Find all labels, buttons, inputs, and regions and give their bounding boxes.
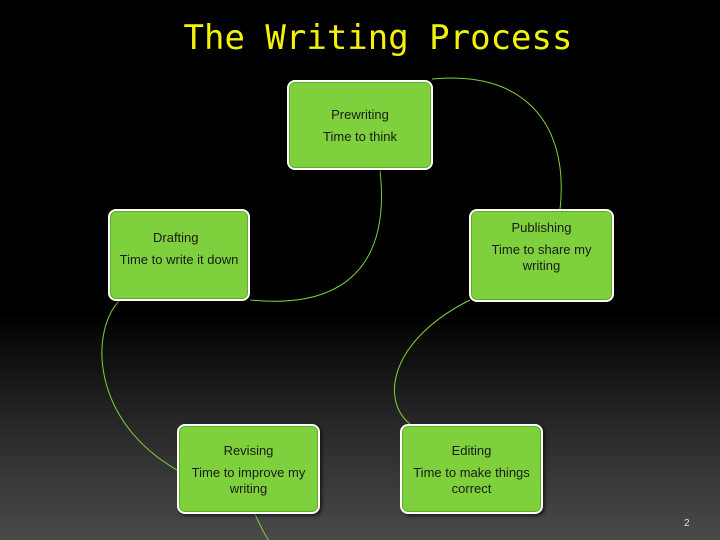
step-box-revising: Revising Time to improve my writing: [177, 424, 320, 514]
step-box-editing: Editing Time to make things correct: [400, 424, 543, 514]
step-description-prewriting: Time to think: [323, 129, 397, 144]
page-number: 2: [684, 518, 690, 529]
connector-revising-drafting: [101, 299, 178, 471]
connector-publishing-editing: [394, 299, 471, 425]
step-description-editing: Time to make things correct: [413, 465, 530, 496]
connector-prewriting-publishing: [431, 77, 562, 211]
step-box-drafting: Drafting Time to write it down: [108, 209, 250, 301]
step-description-revising: Time to improve my writing: [191, 465, 306, 496]
step-description-drafting: Time to write it down: [119, 252, 239, 267]
step-label-prewriting: Prewriting: [331, 107, 389, 122]
connector-editing-revising: [254, 513, 270, 540]
step-label-editing: Editing: [451, 443, 492, 458]
slide-title: The Writing Process: [183, 18, 573, 58]
step-description-publishing: Time to share my writing: [491, 242, 592, 273]
step-box-publishing: Publishing Time to share my writing: [469, 209, 614, 302]
connector-drafting-prewriting: [249, 169, 382, 302]
step-label-revising: Revising: [223, 443, 274, 458]
step-box-prewriting: Prewriting Time to think: [287, 80, 433, 170]
step-label-drafting: Drafting: [153, 230, 199, 245]
step-label-publishing: Publishing: [511, 220, 572, 235]
